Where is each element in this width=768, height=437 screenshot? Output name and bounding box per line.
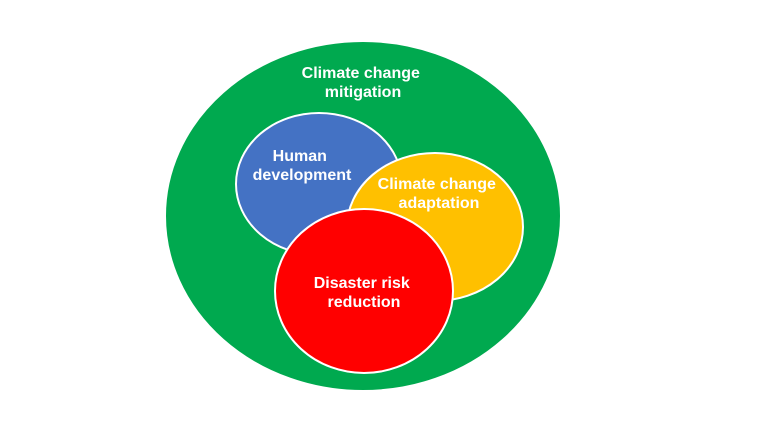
adaptation-label-line-2: adaptation (399, 195, 480, 212)
mitigation-label-line-1: Climate change (302, 65, 420, 82)
disaster-risk-circle (274, 208, 454, 374)
human-development-label-line-2: development (253, 167, 352, 184)
adaptation-label-line-1: Climate change (378, 176, 496, 193)
disaster-risk-label: Disaster risk reduction (314, 275, 415, 311)
human-development-label-line-1: Human (273, 148, 327, 165)
disaster-risk-label-line-1: Disaster risk (314, 275, 410, 292)
mitigation-label: Climate change mitigation (302, 65, 425, 101)
adaptation-label: Climate change adaptation (378, 176, 501, 212)
mitigation-label-line-2: mitigation (325, 84, 401, 101)
human-development-label: Human development (253, 148, 352, 184)
disaster-risk-label-line-2: reduction (328, 294, 401, 311)
